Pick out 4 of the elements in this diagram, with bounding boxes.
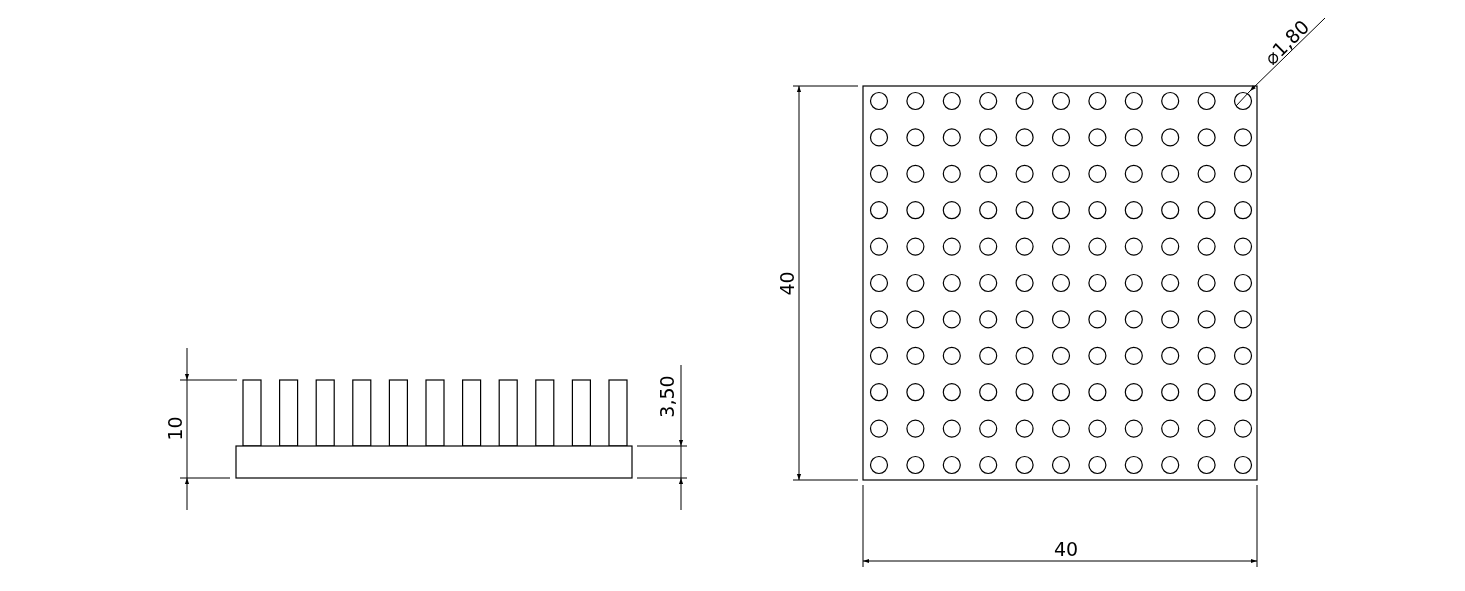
dimension-value: 40 [777,270,797,296]
dimension-value: 10 [165,415,185,441]
dimension-value: 3,50 [657,374,677,418]
dimension-value: 40 [1054,539,1079,559]
